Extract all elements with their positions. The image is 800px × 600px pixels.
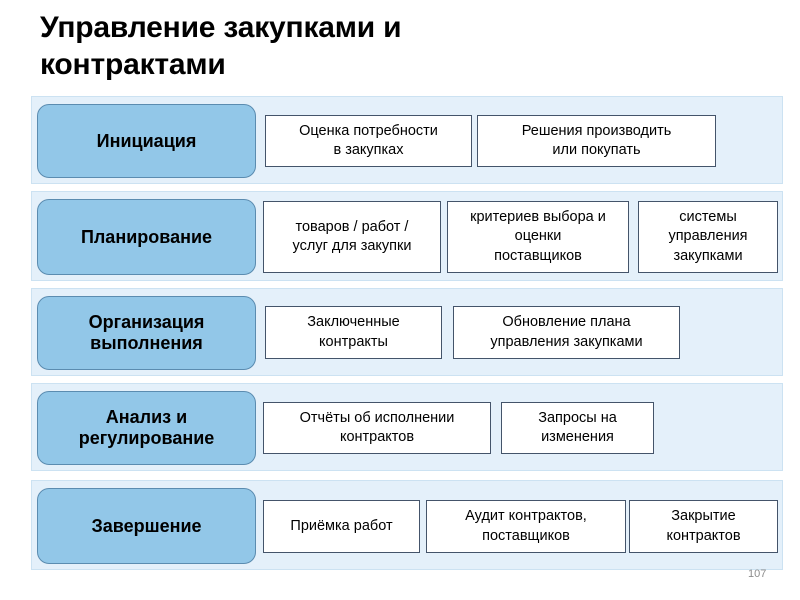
page-title: Управление закупками и контрактами [40, 11, 402, 81]
stage-label-execution[interactable]: Организация выполнения [37, 296, 256, 370]
slide-page-number: 107 [748, 568, 767, 580]
stage-label-closure[interactable]: Завершение [37, 488, 256, 564]
item-box-procurement-system[interactable]: системы управления закупками [638, 201, 778, 273]
stage-label-initiation[interactable]: Инициация [37, 104, 256, 178]
item-box-work-acceptance[interactable]: Приёмка работ [263, 500, 420, 553]
stage-row-execution: Организация выполнения Заключенные контр… [31, 288, 783, 376]
stage-row-closure: Завершение Приёмка работ Аудит контракто… [31, 480, 783, 570]
stage-row-planning: Планирование товаров / работ / услуг для… [31, 191, 783, 281]
stage-label-analysis[interactable]: Анализ и регулирование [37, 391, 256, 465]
item-box-selection-criteria[interactable]: критериев выбора и оценки поставщиков [447, 201, 629, 273]
stage-label-planning[interactable]: Планирование [37, 199, 256, 275]
item-box-plan-update[interactable]: Обновление плана управления закупками [453, 306, 680, 359]
item-box-change-requests[interactable]: Запросы на изменения [501, 402, 654, 454]
item-box-contract-audit[interactable]: Аудит контрактов, поставщиков [426, 500, 626, 553]
stage-row-initiation: Инициация Оценка потребности в закупках … [31, 96, 783, 184]
item-box-need-assessment[interactable]: Оценка потребности в закупках [265, 115, 472, 167]
item-box-contract-closure[interactable]: Закрытие контрактов [629, 500, 778, 553]
item-box-goods-works-services[interactable]: товаров / работ / услуг для закупки [263, 201, 441, 273]
item-box-concluded-contracts[interactable]: Заключенные контракты [265, 306, 442, 359]
stage-row-analysis: Анализ и регулирование Отчёты об исполне… [31, 383, 783, 471]
item-box-execution-reports[interactable]: Отчёты об исполнении контрактов [263, 402, 491, 454]
item-box-make-or-buy[interactable]: Решения производить или покупать [477, 115, 716, 167]
